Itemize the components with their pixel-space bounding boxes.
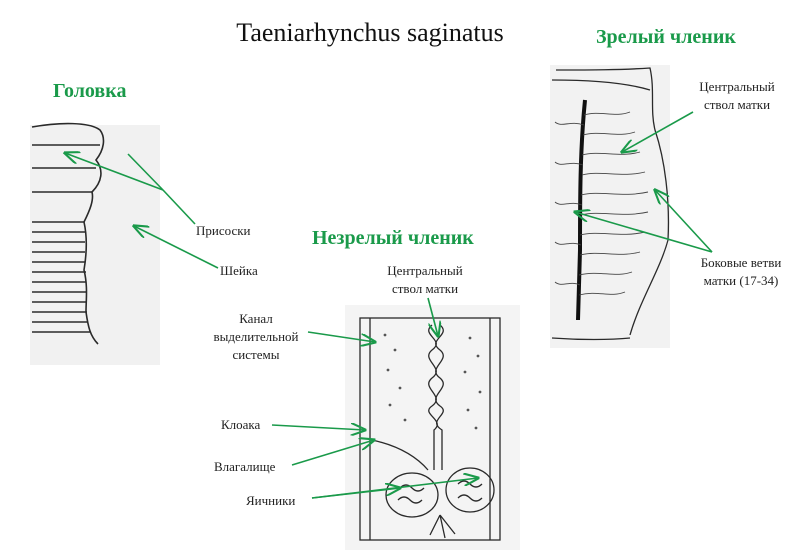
section-title-immature: Незрелый членик bbox=[312, 227, 474, 249]
label-mature-uterus: Центральный ствол матки bbox=[682, 78, 792, 114]
label-cloaca: Клоака bbox=[221, 417, 261, 432]
label-immature-uterus: Центральный ствол матки bbox=[368, 262, 482, 298]
arrow-suckers-2-stem bbox=[127, 153, 164, 191]
label-excretory-canal-line2: выделительной bbox=[213, 329, 299, 344]
label-vagina: Влагалище bbox=[214, 459, 276, 474]
arrow-branches-1 bbox=[575, 212, 713, 253]
arrow-neck bbox=[134, 226, 219, 269]
pointer-arrows bbox=[65, 111, 713, 499]
section-title-head: Головка bbox=[53, 80, 127, 102]
scolex-drawing bbox=[30, 122, 160, 365]
label-neck: Шейка bbox=[220, 263, 258, 278]
page-title: Taeniarhynchus saginatus bbox=[236, 18, 504, 47]
arrow-cloaca bbox=[271, 425, 365, 430]
label-suckers: Присоски bbox=[196, 223, 251, 238]
label-mature-uterus-line1: Центральный bbox=[699, 79, 775, 94]
label-immature-uterus-line1: Центральный bbox=[387, 263, 463, 278]
label-excretory-canal-line1: Канал bbox=[239, 311, 273, 326]
arrow-imm-uterus bbox=[427, 297, 438, 336]
arrow-mat-uterus bbox=[622, 111, 694, 152]
arrow-suckers-1 bbox=[65, 153, 164, 191]
arrow-ovaries-2 bbox=[311, 478, 478, 499]
label-ovaries: Яичники bbox=[246, 493, 296, 508]
label-lateral-branches-line1: Боковые ветви bbox=[700, 255, 782, 270]
label-excretory-canal: Канал выделительной системы bbox=[196, 310, 316, 364]
arrow-branches-2 bbox=[655, 190, 713, 253]
mature-proglottid-drawing bbox=[550, 65, 670, 348]
section-title-mature: Зрелый членик bbox=[596, 26, 736, 48]
label-immature-uterus-line2: ствол матки bbox=[391, 281, 459, 296]
label-lateral-branches-line2: матки (17-34) bbox=[703, 273, 779, 288]
label-mature-uterus-line2: ствол матки bbox=[703, 97, 771, 112]
label-excretory-canal-line3: системы bbox=[232, 347, 280, 362]
arrow-vagina bbox=[291, 440, 374, 466]
arrow-canal bbox=[307, 331, 375, 342]
arrow-suckers-leader bbox=[162, 189, 196, 225]
label-lateral-branches: Боковые ветви матки (17-34) bbox=[688, 254, 794, 290]
